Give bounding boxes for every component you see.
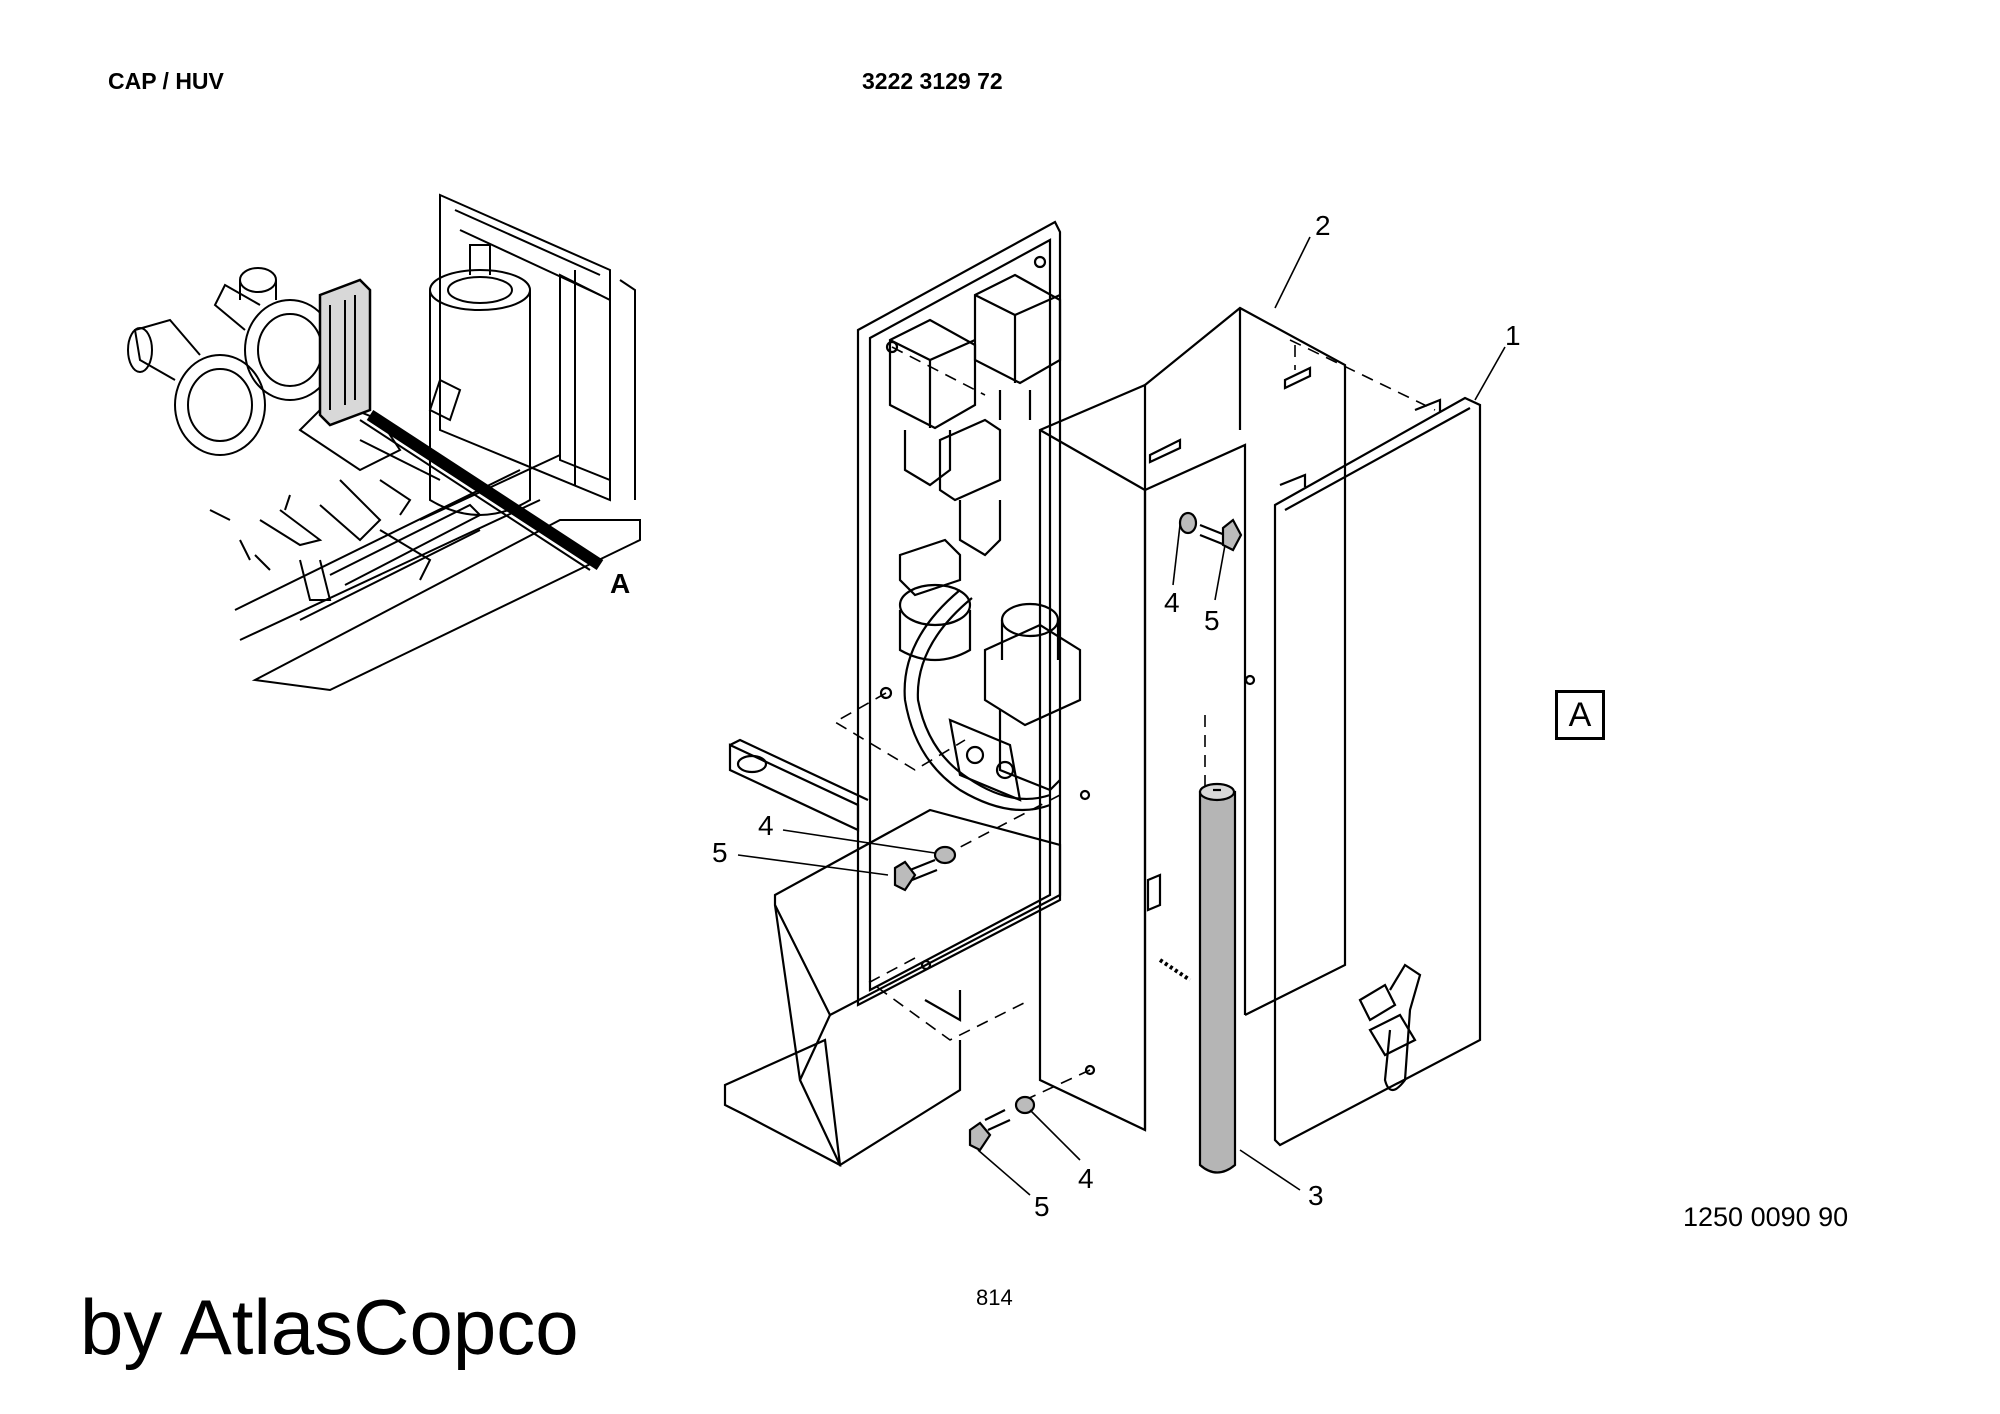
cover-side-panel	[920, 306, 1347, 1132]
item-labels: 1 2 3 4 5 4 5 4 5	[712, 210, 1521, 1222]
rod	[1198, 782, 1237, 1174]
mounting-bracket	[723, 220, 1062, 1167]
pressure-switches	[888, 273, 1082, 812]
page-number: 814	[976, 1285, 1013, 1310]
item-label-4: 4	[1164, 587, 1180, 618]
item-label-4: 4	[1078, 1163, 1094, 1194]
item-label-2: 2	[1315, 210, 1331, 241]
header-model: CAP / HUV	[108, 68, 224, 94]
leader-lines	[737, 236, 1506, 1196]
fasteners	[893, 511, 1243, 1152]
header-part-number: 3222 3129 72	[862, 68, 1003, 94]
view-marker: A	[1555, 690, 1605, 740]
drawing-number: 1250 0090 90	[1683, 1202, 1849, 1232]
assembly-lines	[833, 339, 1436, 1101]
item-label-1: 1	[1505, 320, 1521, 351]
item-label-3: 3	[1308, 1180, 1324, 1211]
item-label-5: 5	[712, 837, 728, 868]
overview-machine	[127, 193, 641, 692]
item-label-4: 4	[758, 810, 774, 841]
door-panel	[1273, 396, 1482, 1147]
item-label-5: 5	[1034, 1191, 1050, 1222]
watermark: by AtlasCopco	[80, 1283, 579, 1371]
item-label-5: 5	[1204, 605, 1220, 636]
overview-callout-label: A	[610, 568, 630, 599]
